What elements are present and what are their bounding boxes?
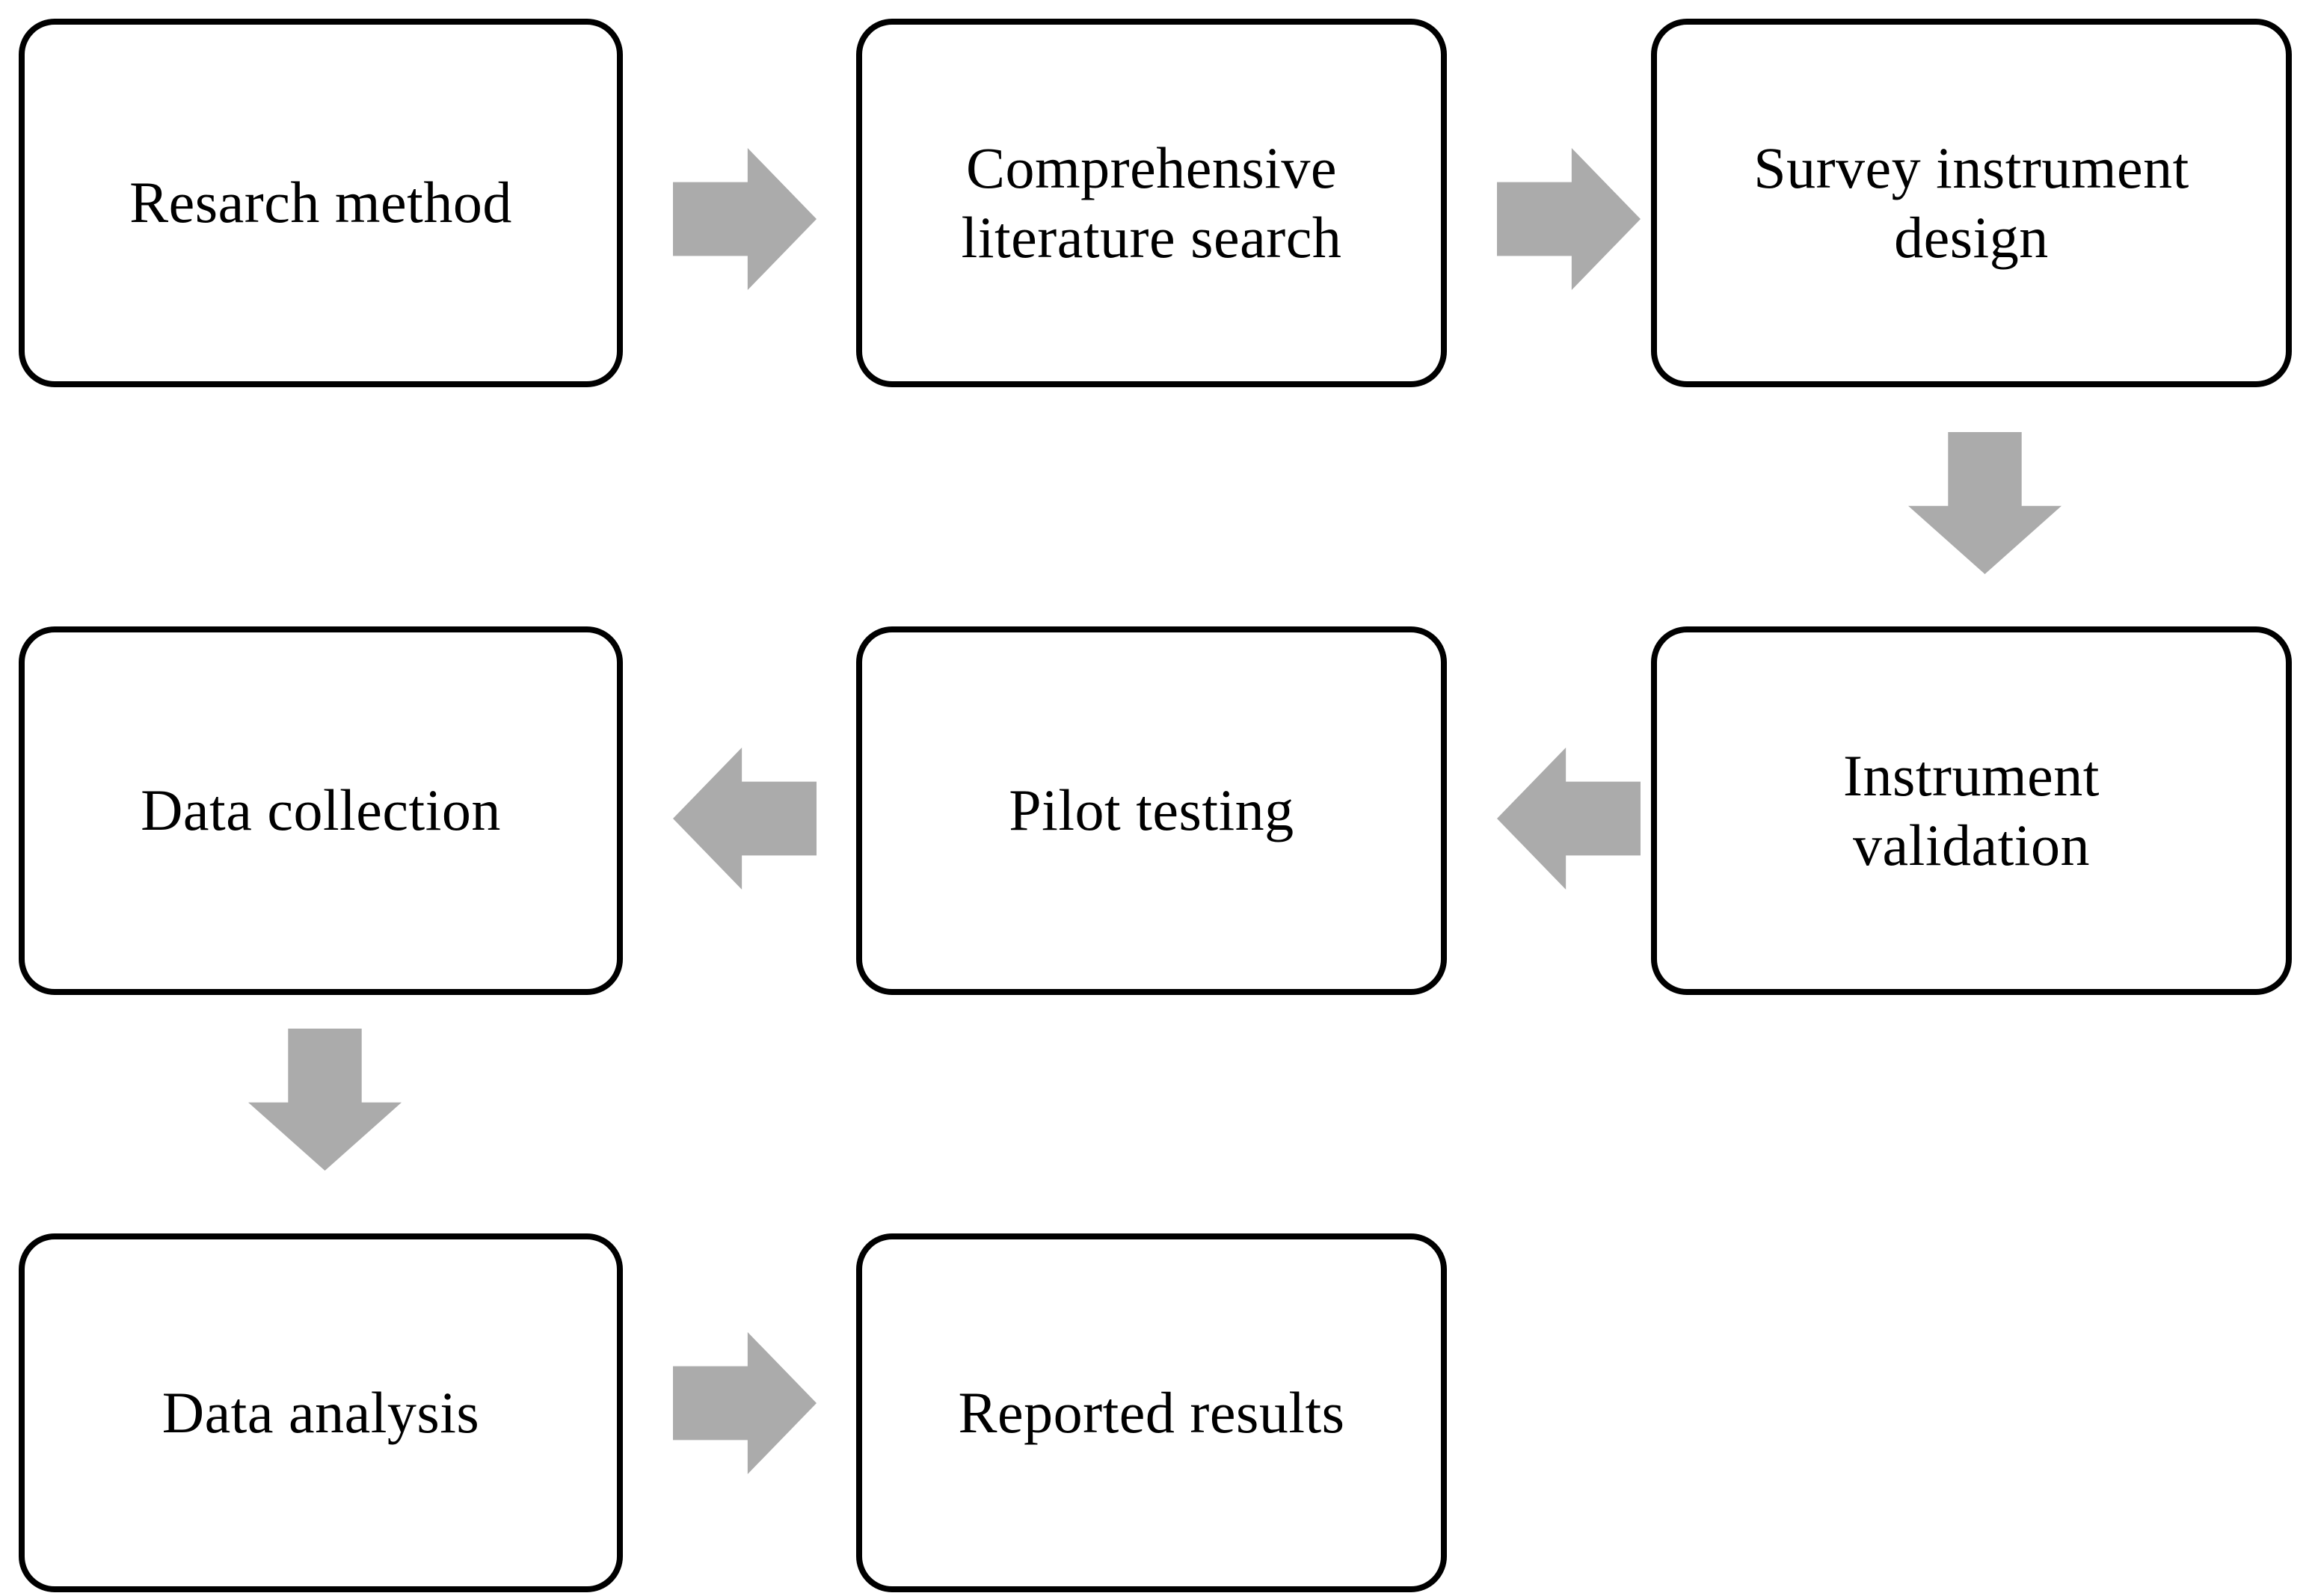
flow-node-research-method[interactable]: Resarch method xyxy=(19,19,623,387)
flow-node-data-analysis[interactable]: Data analysis xyxy=(19,1233,623,1592)
flow-node-label-survey-design: Survey instrument design xyxy=(1753,135,2189,270)
flow-node-label-pilot-testing: Pilot testing xyxy=(1009,777,1294,843)
flow-node-label-instrument-validation: Instrument validation xyxy=(1843,743,2100,878)
arrow-research-to-literature-icon xyxy=(673,148,817,290)
arrow-validation-to-pilot-icon xyxy=(1497,748,1641,890)
arrow-pilot-to-collection-icon xyxy=(673,748,817,890)
flow-node-label-reported-results: Reported results xyxy=(958,1379,1345,1445)
flow-node-data-collection[interactable]: Data collection xyxy=(19,626,623,995)
flow-node-label-data-collection: Data collection xyxy=(141,777,501,843)
flow-node-pilot-testing[interactable]: Pilot testing xyxy=(856,626,1447,995)
arrow-collection-to-analysis-icon xyxy=(248,1029,402,1171)
flow-node-reported-results[interactable]: Reported results xyxy=(856,1233,1447,1592)
flow-node-survey-design[interactable]: Survey instrument design xyxy=(1651,19,2292,387)
flow-node-label-literature-search: Comprehensive literature search xyxy=(961,135,1342,270)
flow-node-instrument-validation[interactable]: Instrument validation xyxy=(1651,626,2292,995)
arrow-analysis-to-results-icon xyxy=(673,1332,817,1474)
flow-node-label-research-method: Resarch method xyxy=(129,170,512,235)
arrow-survey-to-validation-icon xyxy=(1908,432,2062,574)
flow-node-label-data-analysis: Data analysis xyxy=(162,1379,480,1445)
arrow-literature-to-survey-icon xyxy=(1497,148,1641,290)
flow-node-literature-search[interactable]: Comprehensive literature search xyxy=(856,19,1447,387)
